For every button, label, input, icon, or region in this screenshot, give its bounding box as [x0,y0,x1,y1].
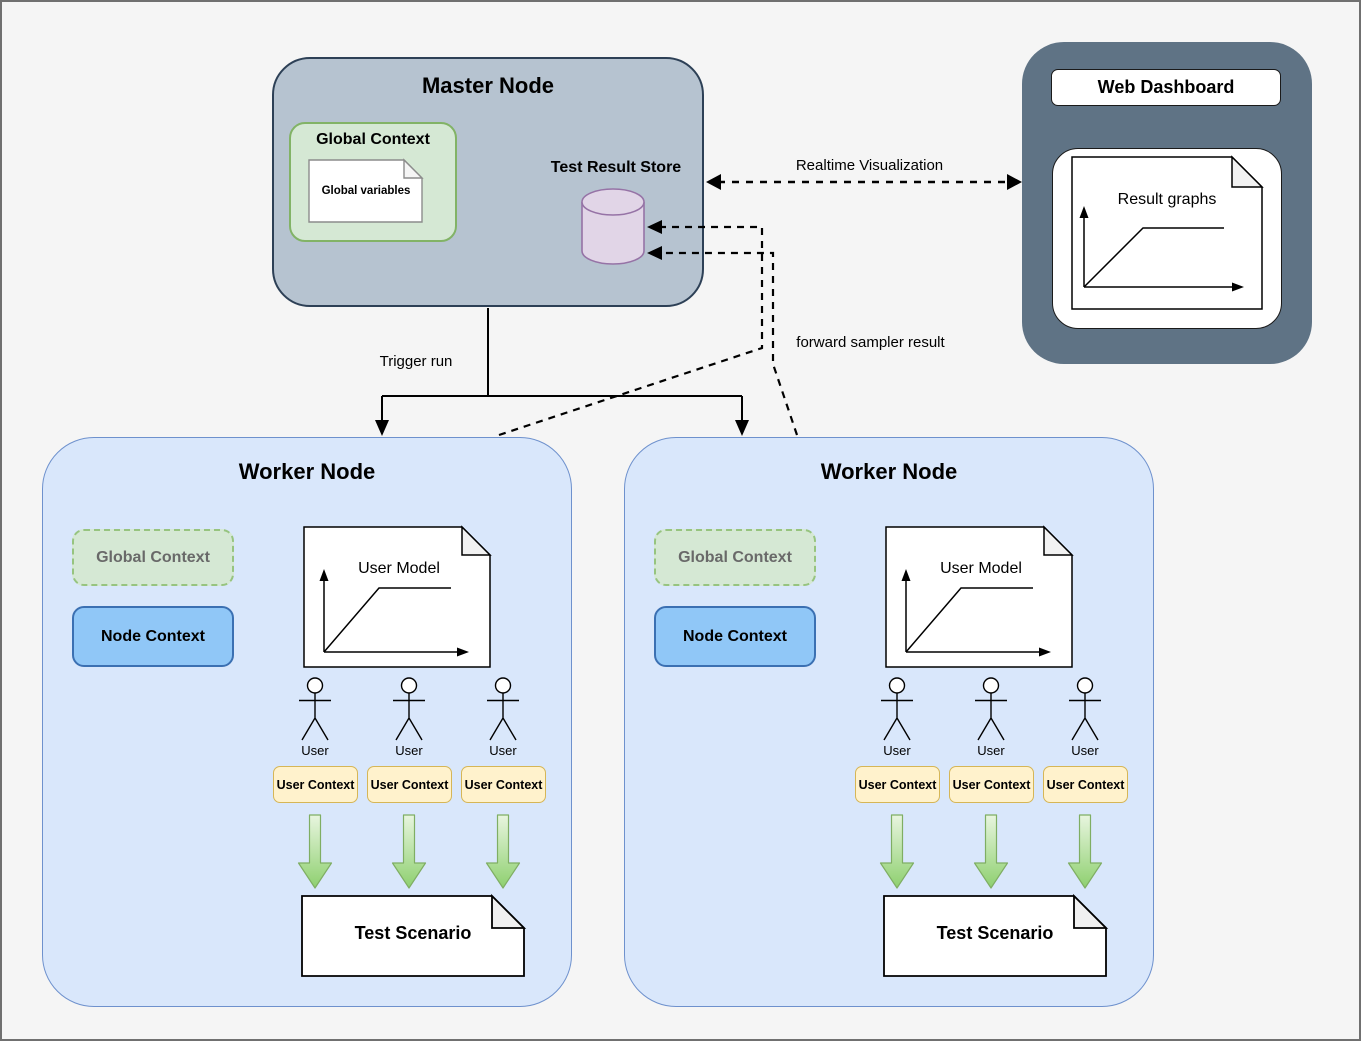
forward-sampler-result-label: forward sampler result [796,334,945,351]
result-graphs-chart-icon [1079,206,1244,292]
worker1-title: Worker Node [238,459,376,484]
forward-sampler-connector-left [498,220,764,437]
realtime-visualization-label: Realtime Visualization [795,157,944,174]
forward-sampler-connector-right [647,246,799,436]
user-model-chart-icon [319,569,469,657]
worker2-user-label-2: User [977,743,1005,758]
worker2-user-context-2: User Context [949,766,1034,803]
trigger-run-connector [375,308,749,436]
global-variables-document-icon [308,158,424,223]
user-model-chart-icon [901,569,1051,657]
user-icon [975,677,1007,741]
worker1-user-context-3: User Context [461,766,546,803]
worker1-test-scenario-label: Test Scenario [354,923,472,943]
trigger-run-label: Trigger run [379,353,453,370]
user-icon [299,677,331,741]
worker2-user-model-label: User Model [940,560,1022,577]
worker2-user-context-1: User Context [855,766,940,803]
worker1-user-model-label: User Model [358,560,440,577]
worker1-user-label-2: User [395,743,423,758]
worker2-title: Worker Node [820,459,958,484]
web-dashboard-title-box: Web Dashboard [1051,69,1281,106]
test-result-store-label: Test Result Store [550,159,682,176]
worker2-global-context-box: Global Context [654,529,816,586]
worker1-user-context-2: User Context [367,766,452,803]
test-scenario-document-icon [301,893,527,977]
realtime-visualization-connector [706,174,1022,190]
worker2-user-label-1: User [883,743,911,758]
worker1-node-context-box: Node Context [72,606,234,667]
user-icon [393,677,425,741]
user-icon [1069,677,1101,741]
worker2-user-label-3: User [1071,743,1099,758]
user-icon [881,677,913,741]
down-arrow-icon [297,814,1103,889]
worker1-user-context-1: User Context [273,766,358,803]
worker1-global-context-box: Global Context [72,529,234,586]
result-graphs-label: Result graphs [1117,191,1217,208]
result-graphs-document-icon [1071,155,1264,310]
worker2-node-context-box: Node Context [654,606,816,667]
master-node-title: Master Node [421,73,555,98]
user-model-document-icon [303,525,492,668]
global-variables-label: Global variables [321,185,411,197]
worker2-user-context-3: User Context [1043,766,1128,803]
test-scenario-document-icon [883,893,1109,977]
database-icon [581,188,645,265]
user-model-document-icon [885,525,1074,668]
master-global-context-title: Global Context [316,131,430,148]
worker1-user-label-1: User [301,743,329,758]
worker1-user-label-3: User [489,743,517,758]
user-icon [487,677,519,741]
worker2-test-scenario-label: Test Scenario [936,923,1054,943]
